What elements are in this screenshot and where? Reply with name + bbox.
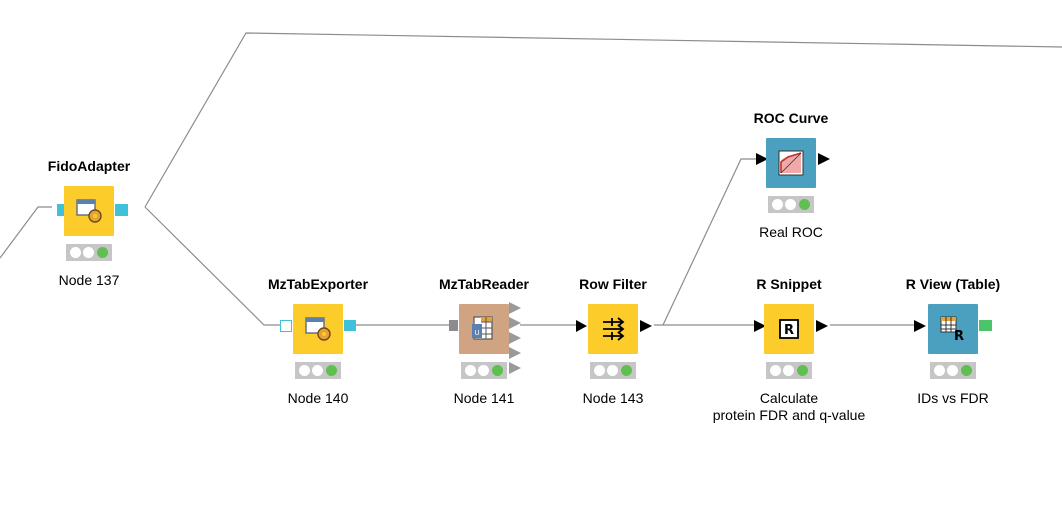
status-light-green (961, 365, 972, 376)
input-port[interactable] (914, 319, 928, 333)
status-light-green (326, 365, 337, 376)
node-title: FidoAdapter (47, 158, 131, 174)
output-port[interactable] (640, 319, 654, 333)
status-light (770, 365, 781, 376)
node-label[interactable]: Real ROC (759, 224, 823, 240)
node-title: R View (Table) (905, 276, 1001, 292)
status-light (607, 365, 618, 376)
input-port[interactable] (576, 319, 588, 333)
output-ports[interactable] (509, 300, 529, 394)
status-traffic-light (66, 244, 112, 261)
connection-rowfilter-roc (662, 158, 758, 326)
node-icon[interactable]: U (459, 304, 509, 354)
node-title: MzTabExporter (267, 276, 369, 292)
status-light (934, 365, 945, 376)
status-light (312, 365, 323, 376)
input-port[interactable] (449, 320, 458, 331)
output-port[interactable] (979, 320, 992, 331)
svg-text:U: U (474, 329, 479, 337)
node-icon[interactable]: R (764, 304, 814, 354)
status-traffic-light (930, 362, 976, 379)
status-light (772, 199, 783, 210)
node-label[interactable]: Node 143 (582, 390, 644, 406)
gear-config-icon (305, 317, 331, 341)
status-traffic-light (461, 362, 507, 379)
connection-in-fido (0, 206, 52, 259)
input-port[interactable] (756, 152, 770, 166)
node-label[interactable]: Node 137 (58, 272, 120, 288)
input-port[interactable] (280, 320, 292, 332)
status-light-green (797, 365, 808, 376)
node-title: Row Filter (579, 276, 647, 292)
node-title: ROC Curve (753, 110, 829, 126)
node-title: R Snippet (756, 276, 822, 292)
output-port[interactable] (818, 152, 832, 166)
status-light (299, 365, 310, 376)
node-label[interactable]: Node 141 (453, 390, 515, 406)
status-traffic-light (766, 362, 812, 379)
status-light-green (621, 365, 632, 376)
status-light-green (97, 247, 108, 258)
output-port[interactable] (344, 320, 356, 331)
status-light (478, 365, 489, 376)
output-port[interactable] (115, 204, 128, 216)
node-icon[interactable] (766, 138, 816, 188)
svg-text:R: R (784, 323, 794, 338)
node-title: MzTabReader (439, 276, 529, 292)
status-light-green (492, 365, 503, 376)
node-label-line: Calculate (759, 390, 819, 406)
filter-arrows-icon (603, 317, 625, 341)
status-traffic-light (590, 362, 636, 379)
input-port[interactable] (57, 204, 66, 216)
uri-table-reader-icon: U (472, 316, 493, 340)
status-traffic-light (295, 362, 341, 379)
node-label-line: protein FDR and q-value (712, 407, 866, 423)
status-light (783, 365, 794, 376)
node-label[interactable]: Calculate protein FDR and q-value (689, 390, 889, 424)
connection-fido-top (144, 32, 1062, 208)
r-table-view-icon: R (940, 316, 964, 344)
status-light (947, 365, 958, 376)
status-light (83, 247, 94, 258)
status-light (70, 247, 81, 258)
roc-chart-icon (778, 150, 804, 176)
node-icon[interactable]: R (928, 304, 978, 354)
input-port[interactable] (754, 319, 768, 333)
svg-text:R: R (954, 329, 964, 344)
node-label[interactable]: Node 140 (287, 390, 349, 406)
status-light (465, 365, 476, 376)
gear-config-icon (76, 199, 102, 223)
node-icon[interactable] (293, 304, 343, 354)
node-icon[interactable] (588, 304, 638, 354)
output-port[interactable] (816, 319, 830, 333)
node-icon[interactable] (64, 186, 114, 236)
status-traffic-light (768, 196, 814, 213)
status-light (594, 365, 605, 376)
status-light-green (799, 199, 810, 210)
node-label[interactable]: IDs vs FDR (917, 390, 989, 406)
connection-fido-exporter (144, 206, 280, 326)
status-light (785, 199, 796, 210)
r-script-icon: R (779, 319, 799, 339)
